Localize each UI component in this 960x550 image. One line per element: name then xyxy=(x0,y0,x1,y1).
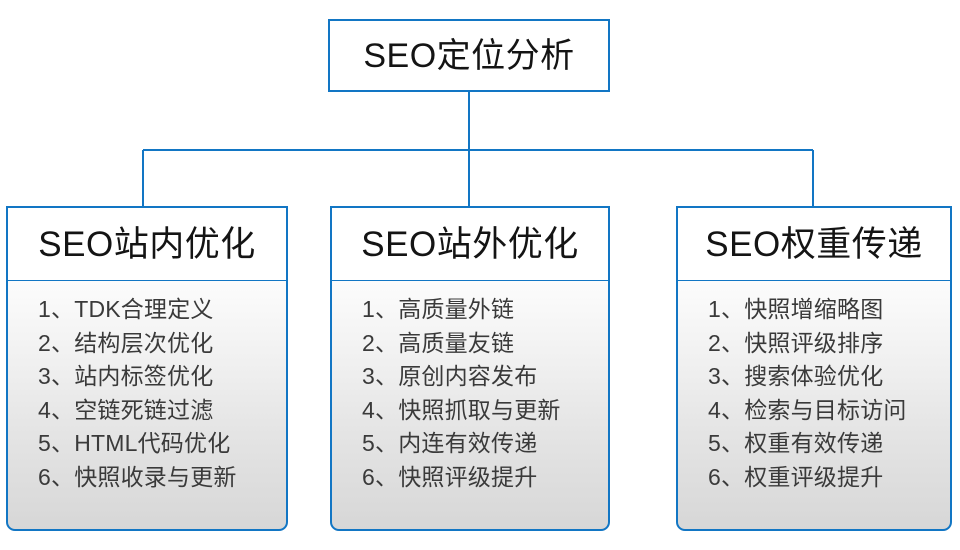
list-item: 3、原创内容发布 xyxy=(362,363,538,389)
branch-column-1[interactable]: SEO站内优化 1、TDK合理定义 2、结构层次优化 3、站内标签优化 4、空链… xyxy=(6,206,288,533)
branch-header-1[interactable]: SEO站内优化 xyxy=(6,206,288,282)
list-item: 1、快照增缩略图 xyxy=(708,296,884,322)
branch-title-1: SEO站内优化 xyxy=(38,224,256,264)
branch-header-3[interactable]: SEO权重传递 xyxy=(676,206,952,282)
branch-title-2: SEO站外优化 xyxy=(361,224,579,264)
branch-header-2[interactable]: SEO站外优化 xyxy=(330,206,610,282)
branch-column-3[interactable]: SEO权重传递 1、快照增缩略图 2、快照评级排序 3、搜索体验优化 4、检索与… xyxy=(676,206,952,533)
branch-column-2[interactable]: SEO站外优化 1、高质量外链 2、高质量友链 3、原创内容发布 4、快照抓取与… xyxy=(330,206,610,533)
branch-title-3: SEO权重传递 xyxy=(705,224,923,264)
root-node[interactable]: SEO定位分析 xyxy=(328,19,610,92)
root-node-label: SEO定位分析 xyxy=(363,36,575,75)
list-item: 4、空链死链过滤 xyxy=(38,396,214,423)
list-item: 5、内连有效传递 xyxy=(362,430,538,456)
list-item: 4、检索与目标访问 xyxy=(708,396,907,423)
branch-body-3: 1、快照增缩略图 2、快照评级排序 3、搜索体验优化 4、检索与目标访问 5、权… xyxy=(676,280,952,531)
list-item: 6、权重评级提升 xyxy=(708,463,884,490)
list-item: 1、高质量外链 xyxy=(362,296,515,322)
branch-list-1: 1、TDK合理定义 2、结构层次优化 3、站内标签优化 4、空链死链过滤 5、H… xyxy=(8,293,286,494)
branch-list-2: 1、高质量外链 2、高质量友链 3、原创内容发布 4、快照抓取与更新 5、内连有… xyxy=(332,293,608,494)
branch-body-2: 1、高质量外链 2、高质量友链 3、原创内容发布 4、快照抓取与更新 5、内连有… xyxy=(330,280,610,531)
list-item: 2、快照评级排序 xyxy=(708,329,884,356)
list-item: 5、权重有效传递 xyxy=(708,430,884,456)
list-item: 3、站内标签优化 xyxy=(38,363,214,389)
list-item: 2、结构层次优化 xyxy=(38,329,214,356)
list-item: 1、TDK合理定义 xyxy=(38,296,214,322)
list-item: 5、HTML代码优化 xyxy=(38,430,231,456)
branch-body-1: 1、TDK合理定义 2、结构层次优化 3、站内标签优化 4、空链死链过滤 5、H… xyxy=(6,280,288,531)
branch-list-3: 1、快照增缩略图 2、快照评级排序 3、搜索体验优化 4、检索与目标访问 5、权… xyxy=(678,293,950,494)
list-item: 6、快照评级提升 xyxy=(362,463,538,490)
list-item: 6、快照收录与更新 xyxy=(38,463,237,490)
list-item: 2、高质量友链 xyxy=(362,329,515,356)
list-item: 4、快照抓取与更新 xyxy=(362,396,561,423)
list-item: 3、搜索体验优化 xyxy=(708,363,884,389)
